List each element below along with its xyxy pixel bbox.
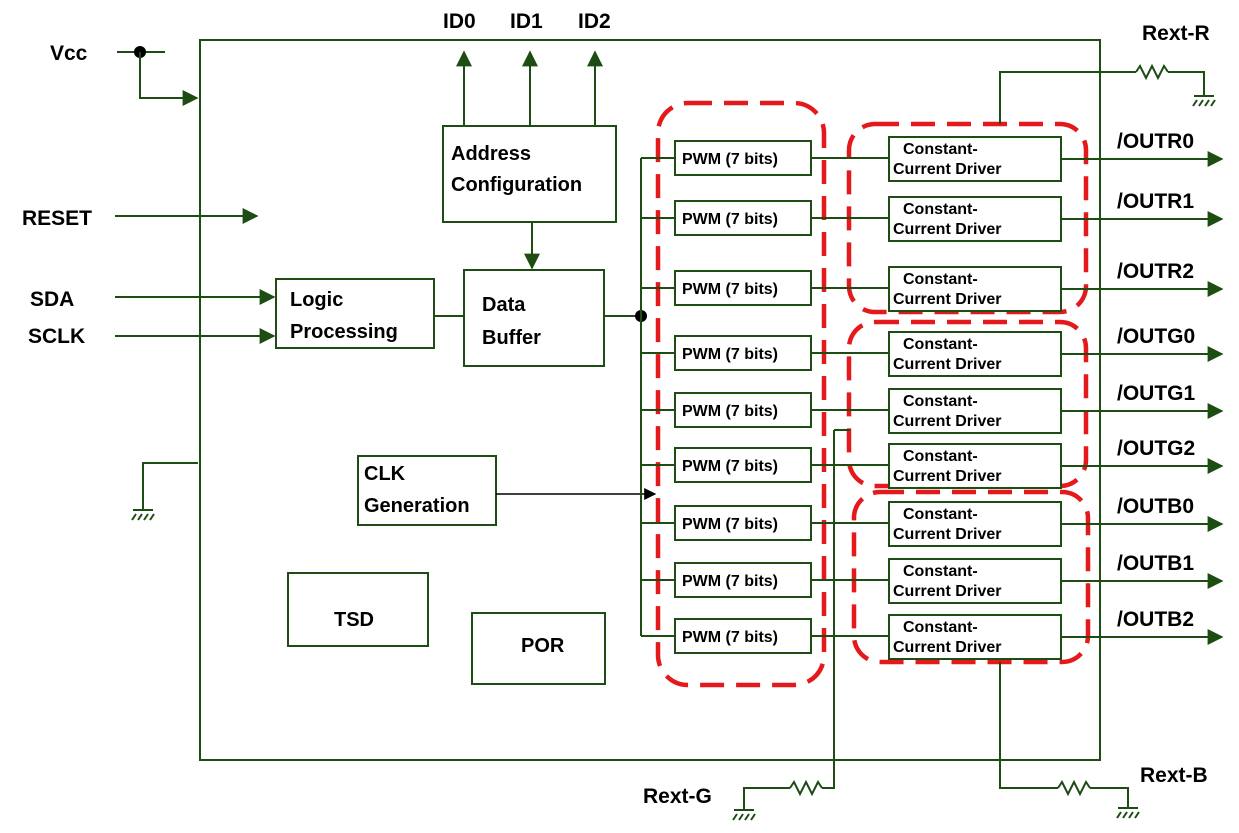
pwm-label: PWM (7 bits) xyxy=(682,458,778,475)
driver-label-line2: Current Driver xyxy=(893,526,1001,543)
rext-g: Rext-G xyxy=(643,429,850,821)
id2-label: ID2 xyxy=(578,10,611,33)
pwm-block xyxy=(674,618,812,654)
pwm-label: PWM (7 bits) xyxy=(682,516,778,533)
output-label: /OUTB2 xyxy=(1117,608,1194,631)
driver-label-line2: Current Driver xyxy=(893,356,1001,373)
output-label: /OUTR2 xyxy=(1117,260,1194,283)
logic-processing-line1: Logic xyxy=(290,289,343,311)
driver-label-line2: Current Driver xyxy=(893,639,1001,656)
driver-label-line2: Current Driver xyxy=(893,291,1001,308)
ground-left xyxy=(131,462,198,521)
pwm-label: PWM (7 bits) xyxy=(682,211,778,228)
clk-generation-block: CLK Generation xyxy=(357,455,497,526)
driver-label-line1: Constant- xyxy=(903,393,978,410)
driver-block xyxy=(888,388,1062,434)
driver-block xyxy=(888,196,1062,242)
rext-r-label: Rext-R xyxy=(1142,22,1210,45)
driver-label-line1: Constant- xyxy=(903,563,978,580)
rext-b: Rext-B xyxy=(999,662,1208,819)
pwm-label: PWM (7 bits) xyxy=(682,629,778,646)
pwm-label: PWM (7 bits) xyxy=(682,281,778,298)
output-label: /OUTG2 xyxy=(1117,437,1195,460)
pwm-block xyxy=(674,505,812,541)
output-label: /OUTG1 xyxy=(1117,382,1195,405)
output-label: /OUTB1 xyxy=(1117,552,1194,575)
driver-block xyxy=(888,558,1062,604)
id1-label: ID1 xyxy=(510,10,543,33)
driver-label-line1: Constant- xyxy=(903,271,978,288)
driver-label-line2: Current Driver xyxy=(893,413,1001,430)
output-label: /OUTG0 xyxy=(1117,325,1195,348)
data-buffer-line2: Buffer xyxy=(482,327,541,349)
reset-label: RESET xyxy=(22,207,92,230)
pwm-label: PWM (7 bits) xyxy=(682,403,778,420)
sda-label: SDA xyxy=(30,288,74,311)
logic-processing-line2: Processing xyxy=(290,321,398,343)
output-label: /OUTR0 xyxy=(1117,130,1194,153)
pwm-block xyxy=(674,562,812,598)
pwm-label: PWM (7 bits) xyxy=(682,151,778,168)
driver-label-line2: Current Driver xyxy=(893,161,1001,178)
vcc-input: Vcc xyxy=(50,42,199,106)
pwm-block xyxy=(674,140,812,176)
output-label: /OUTR1 xyxy=(1117,190,1194,213)
driver-block xyxy=(888,614,1062,660)
driver-label-line1: Constant- xyxy=(903,336,978,353)
rext-g-label: Rext-G xyxy=(643,785,712,808)
pwm-block xyxy=(674,270,812,306)
driver-label-line1: Constant- xyxy=(903,619,978,636)
logic-processing-block: Logic Processing xyxy=(275,278,435,349)
vcc-label: Vcc xyxy=(50,42,88,65)
sclk-label: SCLK xyxy=(28,325,85,348)
sclk-input: SCLK xyxy=(28,325,276,348)
blue-driver-group-outline xyxy=(851,489,1091,665)
driver-label-line1: Constant- xyxy=(903,141,978,158)
clk-generation-line2: Generation xyxy=(364,495,470,517)
tsd-label: TSD xyxy=(334,609,374,631)
por-block: POR xyxy=(471,612,606,685)
driver-block xyxy=(888,331,1062,377)
driver-label-line2: Current Driver xyxy=(893,221,1001,238)
output-label: /OUTB0 xyxy=(1117,495,1194,518)
por-label: POR xyxy=(521,635,565,657)
pwm-block xyxy=(674,335,812,371)
driver-label-line1: Constant- xyxy=(903,201,978,218)
rext-r: Rext-R xyxy=(999,22,1216,124)
pwm-label: PWM (7 bits) xyxy=(682,573,778,590)
pwm-block xyxy=(674,200,812,236)
address-config-line1: Address xyxy=(451,143,531,165)
pwm-group-outline xyxy=(655,100,827,688)
address-pins: ID0 ID1 ID2 xyxy=(443,10,611,126)
sda-input: SDA xyxy=(30,288,276,311)
pwm-label: PWM (7 bits) xyxy=(682,346,778,363)
id0-label: ID0 xyxy=(443,10,476,33)
address-config-line2: Configuration xyxy=(451,174,582,196)
address-configuration-block: Address Configuration xyxy=(442,125,617,223)
driver-label-line2: Current Driver xyxy=(893,583,1001,600)
data-buffer-line1: Data xyxy=(482,294,526,316)
driver-label-line2: Current Driver xyxy=(893,468,1001,485)
channels: PWM (7 bits) Constant- Current Driver/OUTR… xyxy=(641,130,1224,660)
driver-label-line1: Constant- xyxy=(903,448,978,465)
data-buffer-block: Data Buffer xyxy=(463,269,605,367)
tsd-block: TSD xyxy=(287,572,429,647)
rext-b-label: Rext-B xyxy=(1140,764,1208,787)
chip-outline xyxy=(199,39,1101,761)
clk-generation-line1: CLK xyxy=(364,463,406,485)
reset-input: RESET xyxy=(22,207,259,230)
driver-label-line1: Constant- xyxy=(903,506,978,523)
